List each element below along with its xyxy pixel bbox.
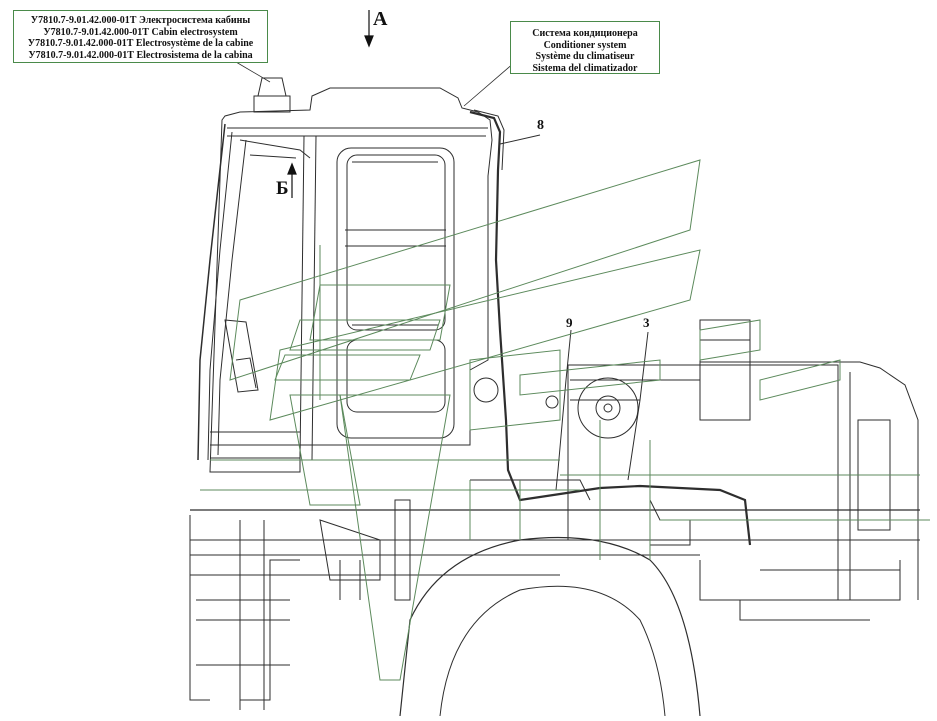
bonnet-outline <box>699 320 919 600</box>
engine-block <box>567 364 839 541</box>
cabin-seat <box>224 319 259 393</box>
callout-conditioner-system: Система кондиционера Conditioner system … <box>510 21 660 74</box>
beacon-lamp <box>253 77 291 113</box>
callout-line: У7810.7-9.01.42.000-01Т Electrosystème d… <box>27 38 254 49</box>
part-number-9: 9 <box>566 315 573 330</box>
view-b-label: Б <box>276 178 289 199</box>
callout-cabin-electrosystem: У7810.7-9.01.42.000-01Т Электросистема к… <box>13 10 268 63</box>
rear-wheel <box>399 536 701 717</box>
callout-line: Système du climatiseur <box>535 51 635 62</box>
cabin-outline <box>209 87 493 473</box>
part-number-3: 3 <box>643 315 650 330</box>
overlay-panels <box>200 159 930 681</box>
part-number-8: 8 <box>537 118 544 133</box>
callout-line: У7810.7-9.01.42.000-01Т Cabin electrosys… <box>43 26 238 38</box>
engine-pulley <box>577 377 639 439</box>
view-a-label: А <box>373 8 388 30</box>
conditioner-pipe <box>469 110 752 546</box>
cabin-door <box>336 147 455 439</box>
callout-line: Conditioner system <box>543 39 627 51</box>
callout-line: Sistema del climatizador <box>532 62 638 74</box>
callout-line: У7810.7-9.01.42.000-01Т Электросистема к… <box>30 15 251 26</box>
callout-line: У7810.7-9.01.42.000-01Т Electrosistema d… <box>28 49 253 61</box>
panel-2 <box>269 249 701 421</box>
exhaust-stack <box>699 319 751 421</box>
callout-line: Система кондиционера <box>532 28 638 39</box>
panel-1 <box>229 159 701 381</box>
